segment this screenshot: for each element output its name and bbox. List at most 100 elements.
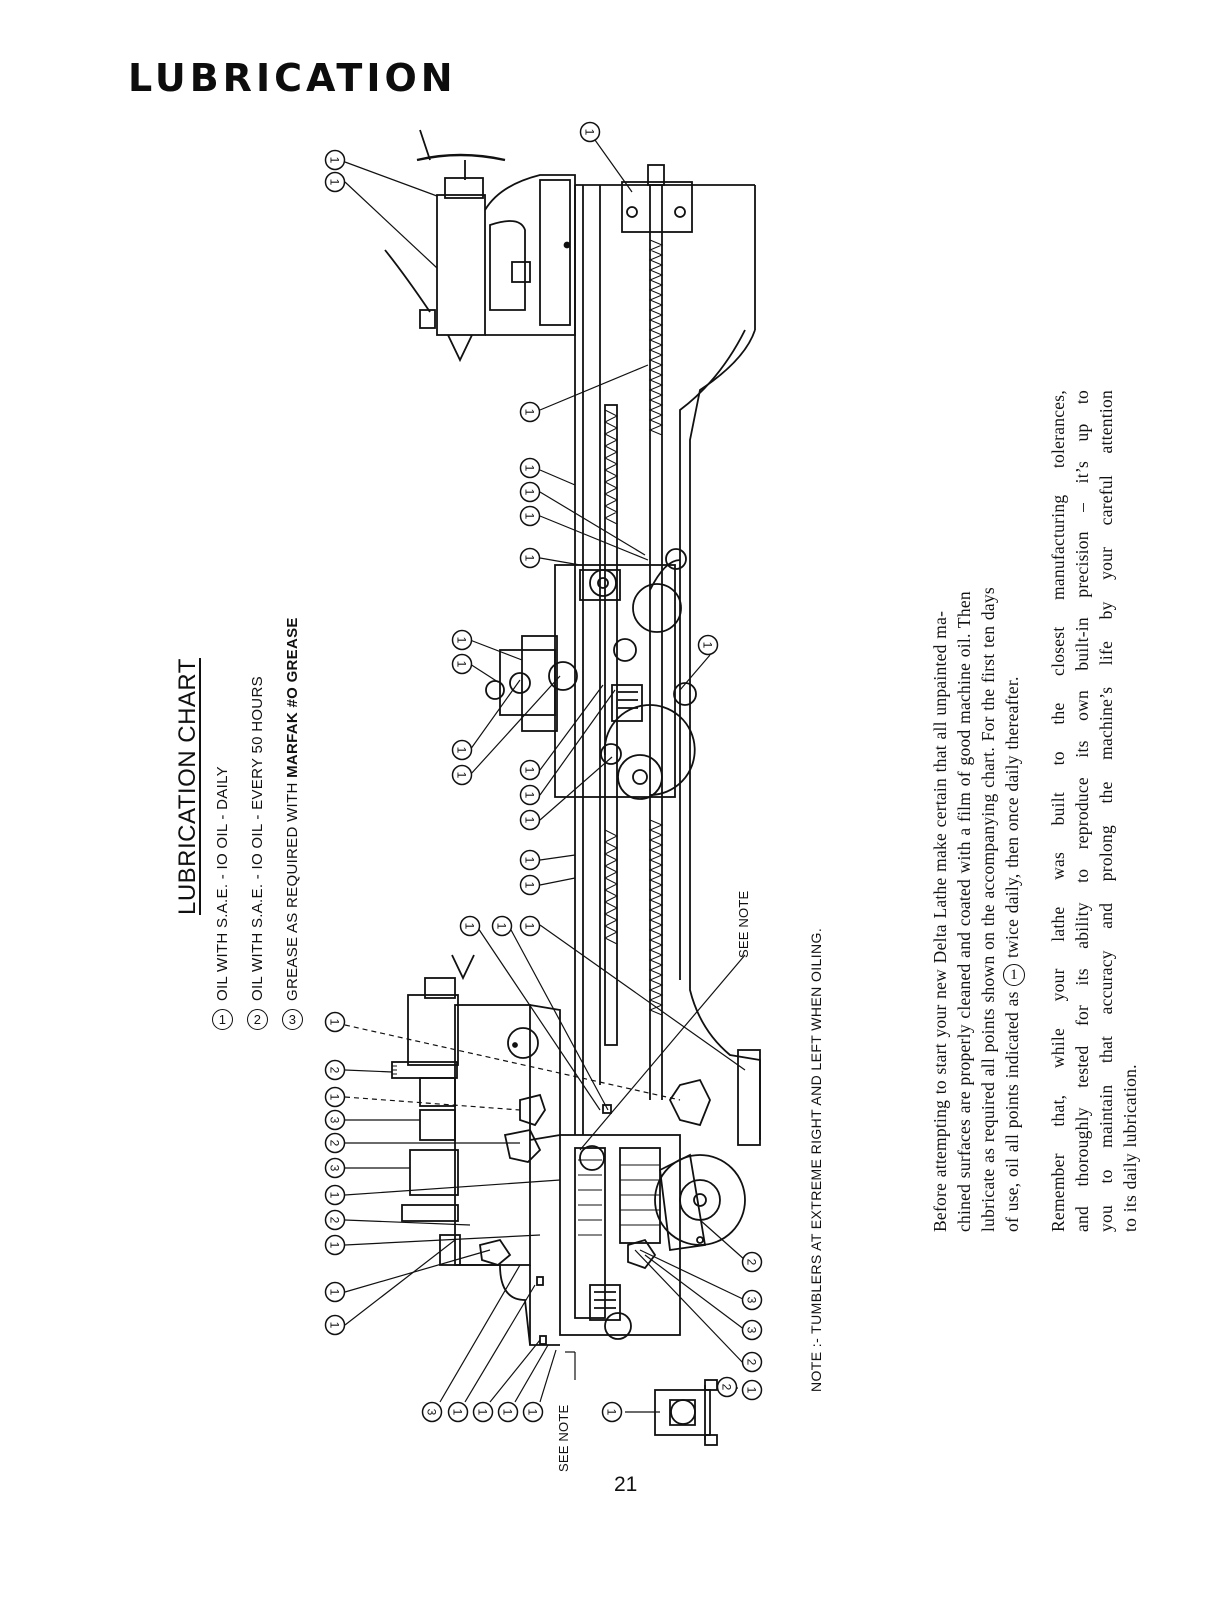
callout-circle: [519, 849, 541, 871]
callout-circle: [324, 1011, 346, 1033]
callout-number: 3: [745, 1297, 759, 1304]
callout-number: 1: [328, 179, 342, 186]
callout-number: 2: [328, 1217, 342, 1224]
callout-circle: [519, 759, 541, 781]
callout-circle: [519, 505, 541, 527]
callout-number: 1: [476, 1409, 490, 1416]
callout-circle: [741, 1289, 763, 1311]
legend-item-1: 1OIL WITH S.A.E. - IO OIL - DAILY: [212, 766, 233, 1030]
lathe-bed: [574, 184, 761, 1140]
callout-number: 1: [523, 882, 537, 889]
callout-number: 1: [328, 1094, 342, 1101]
callout-circle: [741, 1379, 763, 1401]
callout-circle: [519, 401, 541, 423]
tumbler-note: NOTE :- TUMBLERS AT EXTREME RIGHT AND LE…: [808, 927, 824, 1392]
callout-number: 3: [425, 1409, 439, 1416]
callout-circle: [522, 1401, 544, 1423]
leader-lines: [344, 139, 746, 1413]
callout-circle: [579, 121, 601, 143]
callout-number: 2: [328, 1140, 342, 1147]
callout-number: 3: [328, 1117, 342, 1124]
see-note-label-top: SEE NOTE: [736, 890, 751, 958]
callout-number: 1: [583, 129, 597, 136]
callout-number: 1: [605, 1409, 619, 1416]
paragraph-intro: Before attempting to start your new Delt…: [928, 392, 1025, 1232]
callout-number: 1: [328, 1289, 342, 1296]
paragraph-reminder: Remember that, while your lathe was buil…: [1046, 390, 1142, 1232]
headstock: [391, 954, 561, 1346]
paragraph-reminder-line: you to maintain that accuracy and prolon…: [1096, 390, 1116, 1232]
lead-screw: [621, 164, 693, 1100]
callout-circle: [451, 764, 473, 786]
callout-number: 1: [328, 1192, 342, 1199]
callout-circle: [324, 171, 346, 193]
callout-number: 1: [463, 923, 477, 930]
callout-number: 1: [328, 157, 342, 164]
callout-number: 1: [495, 923, 509, 930]
paragraph-intro-line-4a: of use, oil all points indicated as: [1002, 991, 1022, 1232]
paragraph-reminder-line: and thoroughly tested for its ability to…: [1072, 390, 1092, 1232]
callout-circle: [601, 1401, 623, 1423]
callout-circle: [459, 915, 481, 937]
callout-number: 2: [745, 1359, 759, 1366]
paragraph-intro-line: lubricate as required all points shown o…: [978, 587, 998, 1232]
callout-number: 1: [523, 409, 537, 416]
gearbox: [559, 1049, 761, 1340]
callout-number: 3: [328, 1165, 342, 1172]
callout-number: 1: [455, 661, 469, 668]
tailstock: [384, 129, 576, 363]
callout-number: 1: [523, 513, 537, 520]
oil-cups: [479, 1078, 711, 1345]
callout-circle: [519, 547, 541, 569]
legend-item-3: 3GREASE AS REQUIRED WITH MARFAK #O GREAS…: [282, 617, 303, 1030]
callout-circle: [324, 149, 346, 171]
carriage: [485, 548, 697, 800]
paragraph-reminder-line: Remember that, while your lathe was buil…: [1048, 390, 1068, 1232]
callout-circle: [519, 915, 541, 937]
callout-circle: [324, 1059, 346, 1081]
callout-number: 1: [501, 1409, 515, 1416]
callout-number: 1: [523, 792, 537, 799]
legend-text-3: GREASE AS REQUIRED WITH: [284, 777, 301, 1001]
callout-number: 3: [745, 1327, 759, 1334]
chart-title: LUBRICATION CHART: [174, 658, 201, 915]
legend-number-1: 1: [212, 1009, 233, 1030]
callout-number: 1: [455, 772, 469, 779]
callout-circle: [697, 634, 719, 656]
callout-circle: [741, 1319, 763, 1341]
callout-number: 1: [455, 637, 469, 644]
callout-circle: [472, 1401, 494, 1423]
callout-circle: [324, 1281, 346, 1303]
legend-number-2: 2: [247, 1009, 268, 1030]
callout-circle: [497, 1401, 519, 1423]
page-title: LUBRICATION: [128, 56, 457, 100]
callout-number: 1: [523, 465, 537, 472]
legend-text-2: OIL WITH S.A.E. - IO OIL - EVERY 50 HOUR…: [249, 676, 266, 1001]
callout-number: 1: [523, 817, 537, 824]
paragraph-intro-line-4b: twice daily, then once daily thereafter.: [1002, 676, 1022, 958]
callout-number: 1: [455, 747, 469, 754]
callout-circle: [519, 809, 541, 831]
callout-circle: [451, 739, 473, 761]
callout-number: 1: [526, 1409, 540, 1416]
callout-circle: [741, 1351, 763, 1373]
callout-circle: [519, 481, 541, 503]
callout-number: 1: [701, 642, 715, 649]
see-note-label-bottom: SEE NOTE: [556, 1404, 571, 1472]
callout-circle: [447, 1401, 469, 1423]
callout-number: 1: [523, 489, 537, 496]
callout-circle: [324, 1314, 346, 1336]
callout-circle: [716, 1376, 738, 1398]
callout-circle: [519, 874, 541, 896]
callout-number: 1: [451, 1409, 465, 1416]
callout-number: 2: [720, 1384, 734, 1391]
clamp-detail: [654, 1379, 718, 1446]
callout-number: 1: [328, 1242, 342, 1249]
paragraph-intro-line: chined surfaces are properly cleaned and…: [954, 591, 974, 1232]
legend-number-3: 3: [282, 1009, 303, 1030]
legend-item-2: 2 OIL WITH S.A.E. - IO OIL - EVERY 50 HOU…: [247, 676, 268, 1030]
page-number: 21: [614, 1473, 638, 1496]
callout-number: 1: [328, 1019, 342, 1026]
callout-circle: [324, 1209, 346, 1231]
